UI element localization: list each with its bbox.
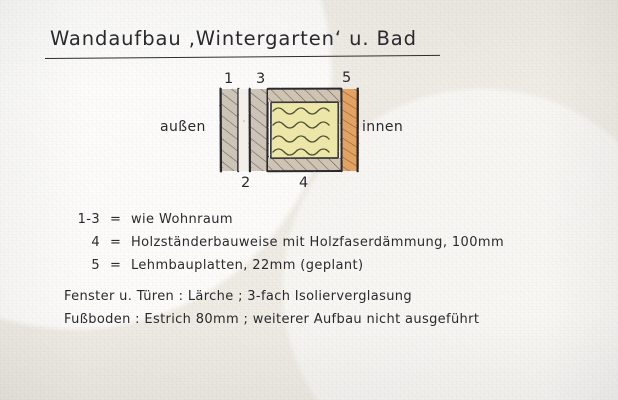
- legend-key-2: 5: [91, 258, 100, 273]
- layer-number-1: 1: [224, 71, 234, 87]
- label-inside: innen: [362, 119, 404, 135]
- legend-eq-2: =: [110, 258, 122, 273]
- layer-5-shape: [340, 87, 359, 173]
- note-windows-doors: Fenster u. Türen : Lärche ; 3-fach Isoli…: [64, 289, 412, 304]
- legend-key-0: 1-3: [77, 212, 100, 227]
- legend-value-2: Lehmbauplatten, 22mm (geplant): [131, 258, 364, 273]
- layer-1-shape: [219, 87, 240, 173]
- layer-number-4: 4: [299, 175, 309, 191]
- note-floor: Fußboden : Estrich 80mm ; weiterer Aufba…: [64, 312, 480, 327]
- legend-eq-0: =: [110, 212, 122, 227]
- layer-3-shape: [248, 87, 269, 173]
- legend-eq-1: =: [110, 235, 122, 250]
- layer-number-3: 3: [256, 71, 266, 87]
- legend-value-1: Holzständerbauweise mit Holzfaserdämmung…: [131, 235, 505, 250]
- legend-value-0: wie Wohnraum: [131, 212, 233, 227]
- label-outside: außen: [160, 119, 206, 135]
- layer-2-shape: [238, 89, 250, 171]
- layer-number-5: 5: [342, 70, 352, 86]
- legend-key-1: 4: [91, 235, 100, 250]
- insulation-waves: [272, 107, 330, 156]
- layer-number-2: 2: [241, 175, 251, 191]
- page-title: Wandaufbau ‚Wintergarten‘ u. Bad: [50, 27, 417, 50]
- layer-4-shape: [267, 87, 342, 173]
